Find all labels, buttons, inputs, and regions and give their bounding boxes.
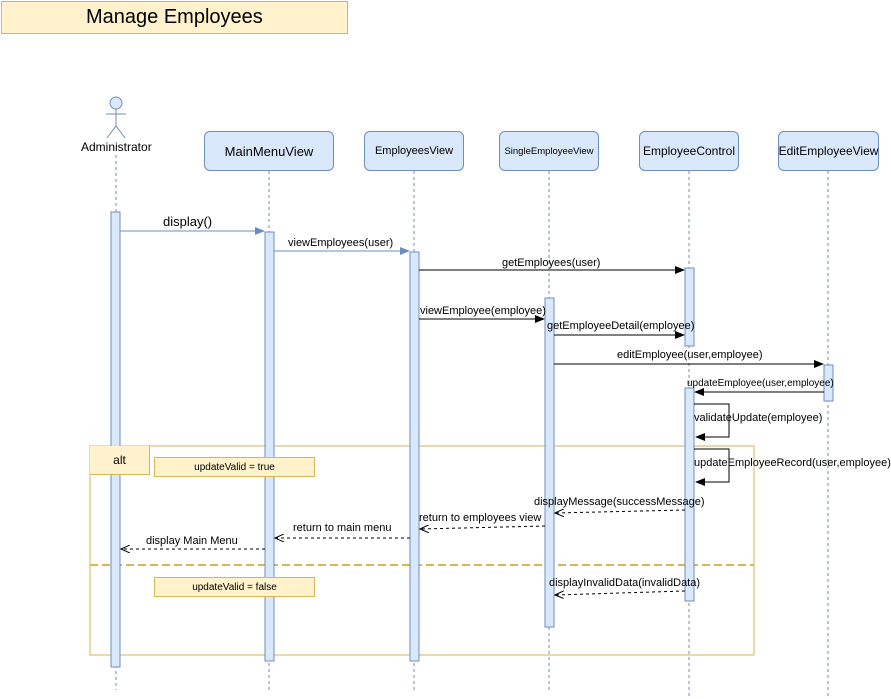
lifeline-label: MainMenuView (224, 143, 314, 159)
administrator-actor-icon (106, 96, 126, 139)
activation-edit-employee-view (823, 364, 834, 402)
msg-update-employee: updateEmployee(user,employee) (687, 378, 834, 389)
diagram-title-text: Manage Employees (86, 6, 263, 28)
alt-fragment-label: alt (90, 446, 150, 475)
arrow-return-to-employees (420, 526, 546, 529)
msg-display: display() (163, 214, 213, 229)
activation-main-menu-view (264, 231, 275, 662)
lifeline-label: SingleEmployeeView (504, 145, 594, 157)
lifeline-header-main-menu-view: MainMenuView (204, 131, 334, 171)
msg-view-employees: viewEmployees(user) (288, 237, 394, 249)
msg-view-employee: viewEmployee(employee) (420, 305, 546, 317)
arrow-update-employee-record (694, 448, 730, 486)
lifeline-header-employees-view: EmployeesView (364, 131, 464, 171)
activation-single-employee-view (544, 297, 555, 628)
msg-validate-update: validateUpdate(employee) (694, 412, 823, 424)
guard-update-valid-false: updateValid = false (154, 577, 315, 597)
arrow-validate-update (694, 403, 730, 441)
lifeline-label: EmployeeControl (642, 144, 736, 158)
lifeline-header-employee-control: EmployeeControl (639, 131, 739, 171)
msg-return-to-main: return to main menu (293, 522, 392, 534)
msg-edit-employee: editEmployee(user,employee) (617, 349, 763, 361)
activation-employee-control-1 (684, 267, 695, 347)
diagram-title: Manage Employees (1, 1, 348, 34)
arrow-display-message (555, 510, 686, 513)
msg-display-main-menu: display Main Menu (146, 535, 238, 547)
lifeline-header-single-employee-view: SingleEmployeeView (499, 131, 599, 171)
activation-employees-view (409, 251, 420, 662)
lifeline-label: EmployeesView (374, 145, 454, 157)
msg-display-invalid-data: displayInvalidData(invalidData) (549, 577, 701, 589)
msg-return-to-employees: return to employees view (419, 512, 542, 524)
lifeline-label: EditEmployeeView (778, 144, 879, 158)
activation-employee-control-2 (684, 387, 695, 602)
activation-administrator (110, 211, 121, 668)
alt-fragment-frame (89, 445, 755, 656)
actor-label-administrator: Administrator (81, 140, 152, 154)
msg-get-employee-detail: getEmployeeDetail(employee) (547, 320, 695, 332)
msg-display-message: displayMessage(successMessage) (534, 496, 705, 508)
msg-update-employee-record: updateEmployeeRecord(user,employee) (694, 457, 891, 469)
arrow-display-invalid-data (555, 590, 686, 595)
msg-get-employees: getEmployees(user) (502, 257, 601, 269)
lifeline-header-edit-employee-view: EditEmployeeView (778, 131, 879, 171)
guard-update-valid-true: updateValid = true (154, 457, 315, 477)
